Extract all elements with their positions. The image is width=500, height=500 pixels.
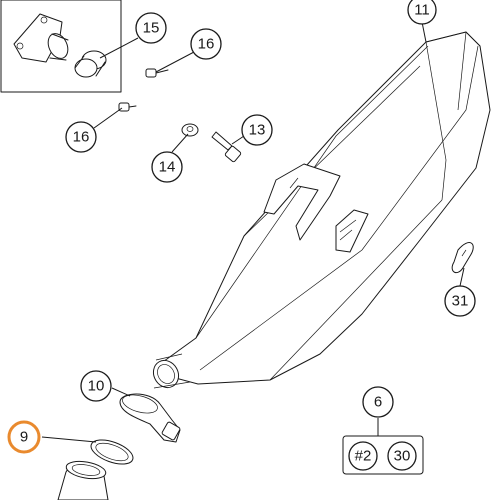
callout-label: 14	[159, 159, 176, 176]
part-9-gasket	[90, 439, 134, 465]
part-13-bolt	[211, 131, 242, 163]
part-16-screw-lower	[118, 102, 137, 112]
callout-label: 15	[143, 20, 160, 37]
part-31-clip	[451, 242, 474, 274]
callout-label: 9	[20, 429, 28, 446]
callout-13[interactable]: 13	[241, 114, 273, 146]
callout-6-sub-30[interactable]: 30	[387, 441, 417, 471]
flange-bolt-hole	[40, 16, 48, 24]
callout-10[interactable]: 10	[80, 370, 112, 402]
silencer-body	[159, 31, 491, 385]
callout-11[interactable]: 11	[407, 0, 437, 25]
callout-label: 16	[198, 36, 215, 53]
part-14-washer	[181, 123, 199, 137]
leader-lines	[41, 21, 465, 443]
callout-label: 10	[88, 378, 105, 395]
callout-label: #2	[355, 448, 372, 465]
callout-16-lower[interactable]: 16	[65, 121, 97, 153]
inset-frame-part-15	[0, 0, 122, 93]
silencer-inlet	[152, 359, 180, 389]
inset-frame	[0, 0, 122, 93]
callout-14[interactable]: 14	[151, 151, 183, 183]
silencer-label-plate	[335, 209, 369, 253]
callout-label: 16	[73, 129, 90, 146]
callout-label: 13	[249, 122, 266, 139]
part-10-clamp	[119, 393, 181, 443]
callout-31[interactable]: 31	[444, 285, 476, 317]
callout-label: 31	[452, 293, 469, 310]
callout-15[interactable]: 15	[135, 12, 167, 44]
callout-label: 11	[414, 2, 430, 19]
callout-9[interactable]: 9	[7, 420, 41, 454]
callout-6-sub-2[interactable]: #2	[348, 441, 378, 471]
callout-16-upper[interactable]: 16	[190, 28, 222, 60]
part-6-kit-box	[342, 435, 424, 475]
header-pipe-partial	[57, 460, 109, 500]
flange-bolt-hole	[16, 42, 24, 50]
silencer-part-11	[152, 31, 491, 389]
callout-9-highlight-ring	[7, 420, 41, 454]
part-16-screw-upper	[145, 68, 169, 78]
silencer-bracket	[263, 163, 341, 241]
callout-6[interactable]: 6	[362, 386, 394, 418]
callout-label: 30	[394, 448, 411, 465]
callout-label: 6	[374, 394, 382, 411]
